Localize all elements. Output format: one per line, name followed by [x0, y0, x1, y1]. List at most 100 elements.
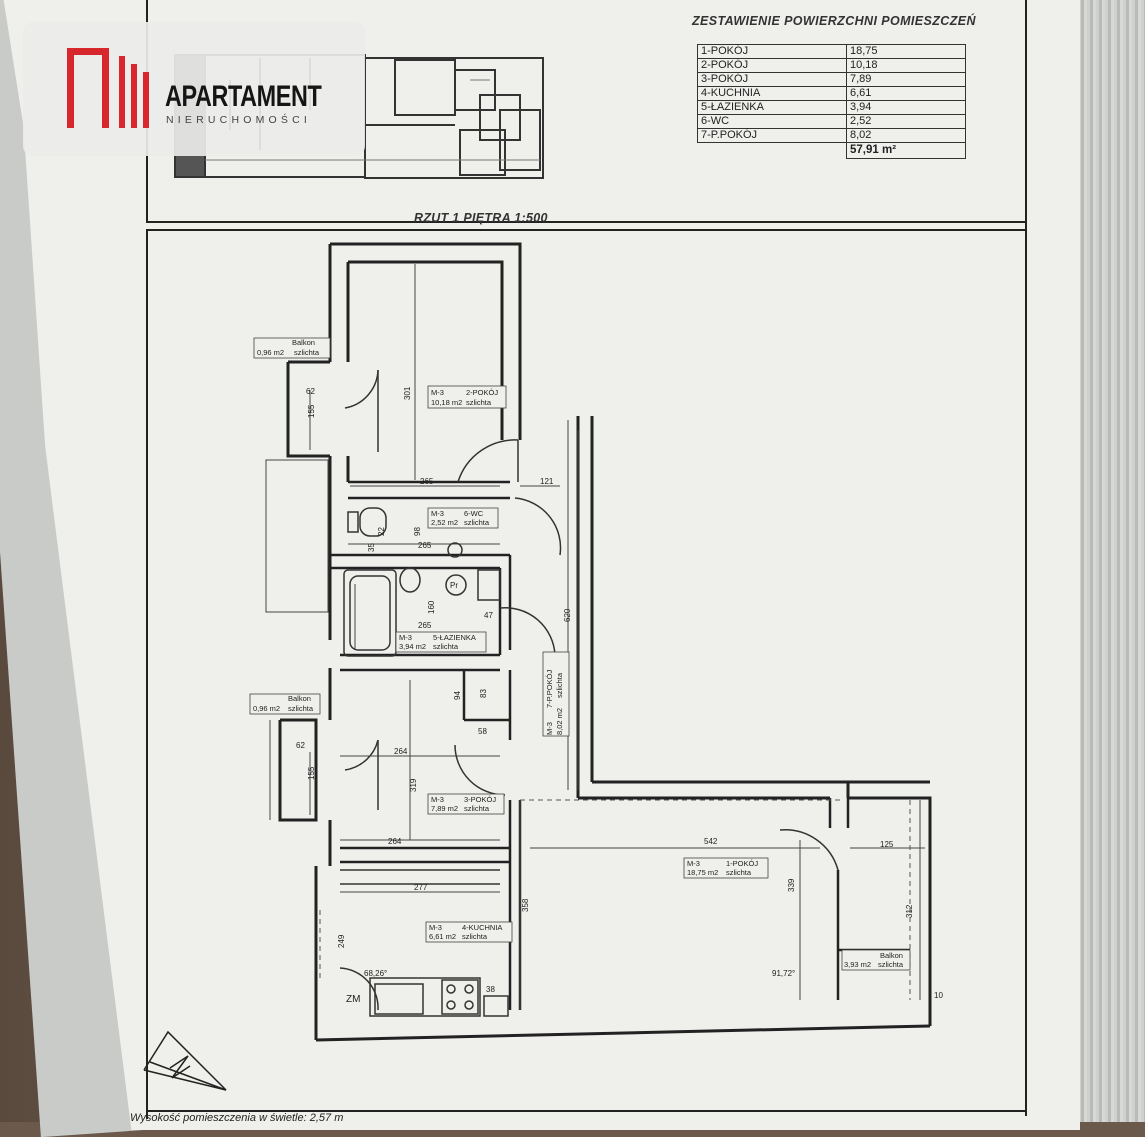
room-label-box [683, 857, 769, 879]
dimension-label: 10 [934, 991, 943, 1000]
dimension-label: 301 [403, 386, 412, 400]
dimension-lines [265, 264, 925, 1010]
room-finish: szlichta [464, 518, 490, 527]
angle-label: 68,26° [364, 969, 387, 978]
balcony-label-box [841, 949, 911, 971]
room-label-box [427, 507, 499, 529]
north-arrow-icon [143, 1030, 227, 1091]
dimension-label: 155 [307, 404, 316, 418]
room-code: M-3 [687, 859, 700, 868]
brand-logo-icon [67, 48, 149, 128]
dimension-label: 265 [420, 477, 434, 486]
frame-line [146, 229, 148, 1119]
bathroom-fixtures [343, 507, 501, 657]
dimension-label: 265 [418, 541, 432, 550]
brand-name: APARTAMENT [165, 80, 322, 113]
balcony-area: 3,93 m2 [844, 960, 871, 969]
interior-walls [330, 480, 910, 1010]
room-code: M-3 [431, 509, 444, 518]
room-name: 3-POKÓJ [464, 795, 496, 804]
door-swings [339, 369, 839, 1011]
room-name: 2-POKÓJ [466, 388, 498, 397]
frame-line [146, 1110, 1026, 1112]
dimension-label: 94 [453, 691, 462, 700]
brand-logo-card: APARTAMENT NIERUCHOMOŚCI [23, 22, 365, 156]
room-area: 2,52 m2 [431, 518, 458, 527]
room-name: 7-P.POKÓJ [545, 670, 554, 708]
dimension-label: 339 [787, 878, 796, 892]
room-code: M-3 [431, 388, 444, 397]
fixture-label: Pr [450, 581, 458, 590]
floor-plan-sheet [2, 0, 1080, 1130]
room-name: 2-POKÓJ [697, 58, 847, 73]
room-area: 7,89 m2 [431, 804, 458, 813]
room-area: 3,94 m2 [399, 642, 426, 651]
dimension-label: 62 [296, 741, 305, 750]
dimension-label: 264 [388, 837, 402, 846]
dimension-label: 121 [540, 477, 554, 486]
dimension-label: 542 [704, 837, 718, 846]
dimension-label: 62 [306, 387, 315, 396]
dimension-label: 58 [478, 727, 487, 736]
balcony-name: Balkon [288, 694, 311, 703]
room-name: 4-KUCHNIA [462, 923, 502, 932]
room-code: M-3 [545, 722, 554, 735]
room-label-box [425, 921, 513, 943]
room-code: M-3 [399, 633, 412, 642]
frame-line [1025, 0, 1027, 1116]
dimension-label: 38 [486, 985, 495, 994]
balcony-label-box [249, 693, 321, 715]
room-code: M-3 [429, 923, 442, 932]
balcony-area: 0,96 m2 [257, 348, 284, 357]
dimension-label: 249 [337, 934, 346, 948]
balcony-finish: szlichta [288, 704, 314, 713]
dimension-label: 312 [905, 904, 914, 918]
dimension-label: 358 [521, 898, 530, 912]
room-label-box [427, 385, 507, 409]
room-label-box [395, 631, 487, 653]
room-name: 7-P.POKÓJ [697, 128, 847, 143]
frame-line [146, 221, 1026, 223]
room-area: 18,75 m2 [687, 868, 718, 877]
room-finish: szlichta [464, 804, 490, 813]
room-code: M-3 [431, 795, 444, 804]
room-name: 1-POKÓJ [726, 859, 758, 868]
brand-subtitle: NIERUCHOMOŚCI [166, 114, 312, 126]
dimension-label: 277 [414, 883, 428, 892]
dimension-label: 47 [484, 611, 493, 620]
room-finish: szlichta [462, 932, 488, 941]
dimension-label: 35 [367, 543, 376, 552]
balcony-label-box [253, 337, 331, 359]
kitchen-fixtures [340, 869, 509, 1017]
dimension-label: 98 [413, 527, 422, 536]
dimension-label: 22 [377, 527, 386, 536]
dimension-label: 264 [394, 747, 408, 756]
room-height-note: Wysokość pomieszczenia w świetle: 2,57 m [130, 1112, 344, 1124]
angle-label: 91,72° [772, 969, 795, 978]
frame-line [146, 229, 1026, 231]
room-finish: szlichta [555, 672, 564, 698]
dimension-label: 155 [307, 766, 316, 780]
total-area: 57,91 m² [846, 142, 966, 159]
room-finish: szlichta [433, 642, 459, 651]
balcony-finish: szlichta [878, 960, 904, 969]
dimension-label: 83 [479, 689, 488, 698]
hidden-lines [319, 799, 911, 1000]
exterior-walls [278, 242, 932, 1042]
room-name: 5-ŁAZIENKA [433, 633, 476, 642]
room-area: 10,18 m2 [431, 398, 462, 407]
dimension-label: 319 [409, 778, 418, 792]
balcony-name: Balkon [292, 338, 315, 347]
room-name: 1-POKÓJ [697, 44, 847, 59]
room-finish: szlichta [466, 398, 492, 407]
dimension-label: 160 [427, 600, 436, 614]
room-name: 3-POKÓJ [697, 72, 847, 87]
balcony-area: 0,96 m2 [253, 704, 280, 713]
room-area: 10,18 [846, 58, 966, 73]
